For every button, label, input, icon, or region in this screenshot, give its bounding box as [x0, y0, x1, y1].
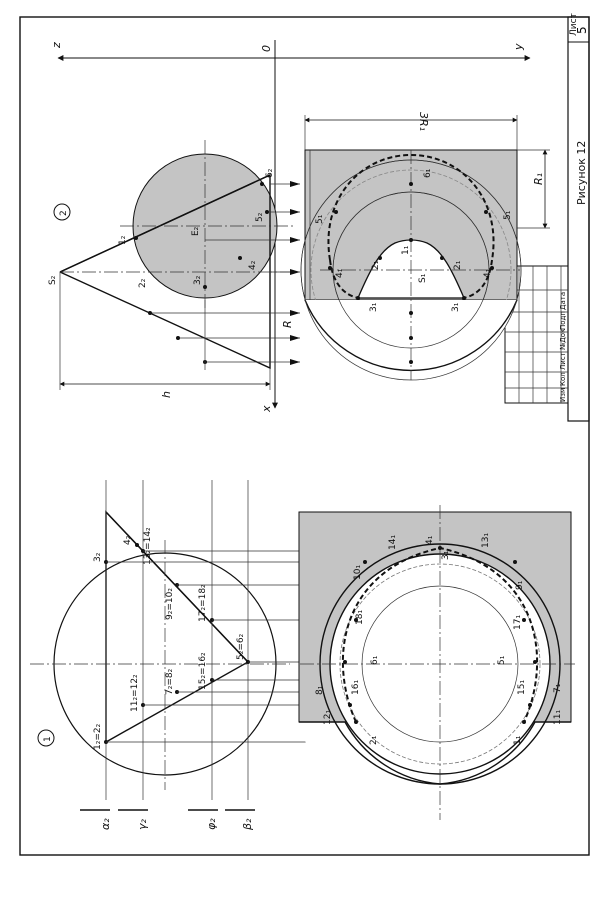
- pt-16-1-f1: 16₁: [351, 680, 361, 695]
- pt-9-1-f1: 9₁: [515, 580, 525, 590]
- pt-1-2-2: 1₂=2₂: [93, 723, 103, 750]
- pt-2-1a: 2₁: [371, 260, 381, 270]
- pt-3-1a: 3₁: [369, 302, 379, 312]
- fig1-number: 1: [43, 736, 53, 742]
- title-block: Лист 5 Рисунок 12 Изм Кол Лист №Док Подп…: [504, 13, 590, 422]
- pt-2-1b: 2₁: [453, 260, 463, 270]
- pt-4-2-f1: 4₂: [123, 535, 133, 545]
- pt-8-1-f1: 8₁: [315, 685, 325, 695]
- pt-6-1: 6₁: [423, 168, 433, 178]
- dim-R: R: [281, 320, 294, 328]
- plane-beta: β₂: [241, 818, 254, 831]
- pt-5-1b: 5₁: [503, 210, 513, 220]
- pt-13-14: 13₂=14₂: [143, 527, 153, 565]
- col-izm: Изм: [559, 388, 567, 402]
- pt-1-1: 1₁: [401, 245, 411, 255]
- fig2-number-circle: [53, 203, 71, 221]
- axis-z: z: [50, 42, 63, 49]
- pt-9-10: 9₂=10₂: [165, 588, 175, 620]
- pt-E2: E₂: [191, 226, 201, 236]
- col-list: Лист: [559, 352, 567, 370]
- drawing-title: Рисунок 12: [575, 141, 588, 205]
- pt-12-1-f1: 12₁: [323, 710, 333, 725]
- sheet-frame: [19, 16, 590, 856]
- pt-5-6-2: 5₂=6₂: [236, 633, 246, 660]
- sheet-header: Лист: [569, 13, 579, 36]
- plane-phi: φ₂: [205, 818, 218, 830]
- pt-4-1a: 4₁: [335, 268, 345, 278]
- section-curve: [327, 153, 495, 261]
- pt-S2: S₂: [48, 275, 58, 285]
- pt-15-16: 15₂=16₂: [198, 652, 208, 690]
- pt-2-2: 2₂: [138, 278, 148, 288]
- pt-7-8: 7₂=8₂: [165, 668, 175, 695]
- pt-4-1b: 4₁: [483, 268, 493, 278]
- pt-10-1-f1: 10₁: [353, 565, 363, 580]
- col-kol: Кол: [559, 372, 567, 386]
- pt-S1: S₁: [418, 273, 428, 283]
- pt-5-1a: 5₁: [315, 214, 325, 224]
- pt-3-1b: 3₁: [451, 302, 461, 312]
- pt-6-2: 6₂: [265, 168, 275, 178]
- pt-1-1-f1: 1₁: [513, 735, 523, 745]
- pt-6-1-f1: 6₁: [370, 655, 380, 665]
- pt-3-2: 3₂: [193, 275, 203, 285]
- plane-gamma: γ₂: [136, 818, 149, 830]
- pt-5-1-f1: 5₁: [497, 655, 507, 665]
- pt-1-2: 1₂: [118, 235, 128, 245]
- pt-18-1-f1: 18₁: [355, 610, 365, 625]
- axis-0: 0: [260, 45, 273, 52]
- dim-3R1: 3R₁: [417, 112, 430, 131]
- pt-15-1-f1: 15₁: [517, 680, 527, 695]
- pt-3-1-f1: 3₁: [441, 550, 451, 560]
- dim-h: h: [160, 391, 173, 398]
- pt-13-1-f1: 13₁: [481, 533, 491, 548]
- fig2-number: 2: [59, 210, 69, 216]
- axis-y: y: [512, 43, 525, 51]
- figure-1: α₂ γ₂ φ₂ β₂ 1₂=2₂ 3₂ 4₂ 11₂=12₂ 7₂=8₂ 9₂…: [30, 480, 575, 831]
- fig1-number-circle: [37, 729, 55, 747]
- pt-14-1-f1: 14₁: [388, 535, 398, 550]
- axis-x-label: x: [260, 405, 273, 413]
- col-data: Дата: [559, 292, 567, 310]
- pt-5-2: 5₂: [255, 212, 265, 222]
- sheet-number: 5: [575, 26, 589, 34]
- pt-3-2-f1: 3₂: [93, 552, 103, 562]
- prism-front-1: [105, 510, 250, 744]
- pt-11-12: 11₂=12₂: [130, 674, 140, 712]
- pt-2-1-f1: 2₁: [369, 735, 379, 745]
- pt-4-1-f1: 4₁: [425, 535, 435, 545]
- pt-7-1-f1: 7₁: [553, 683, 563, 693]
- figure-2: z 0 y x: [48, 40, 550, 413]
- dim-R1: R₁: [532, 173, 545, 185]
- plane-alpha: α₂: [99, 818, 112, 830]
- pt-4-2: 4₂: [248, 260, 258, 270]
- pt-11-1-f1: 11₁: [553, 710, 563, 725]
- pt-17-18: 17₂=18₂: [198, 584, 208, 622]
- pt-17-1-f1: 17₁: [513, 615, 523, 630]
- col-doc: №Док: [559, 329, 567, 350]
- col-podp: Подп: [559, 311, 567, 330]
